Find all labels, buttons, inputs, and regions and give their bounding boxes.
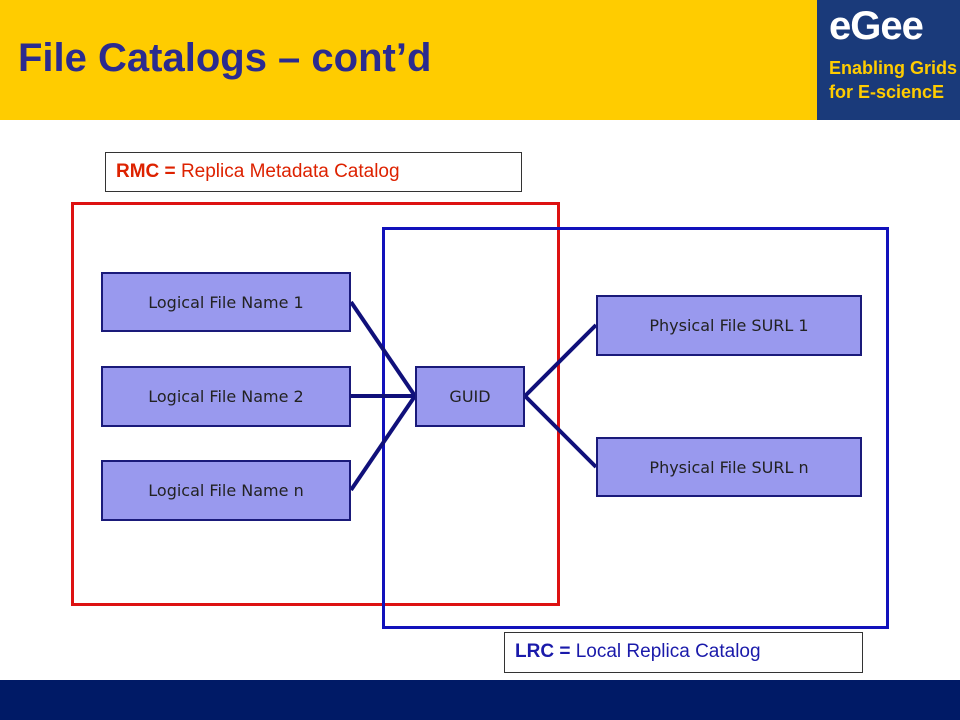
physical-file-surl-n: Physical File SURL n xyxy=(596,437,862,497)
guid-node: GUID xyxy=(415,366,525,427)
logo-tagline-line2: for E-sciencE xyxy=(829,82,945,102)
logo-word: eGee xyxy=(829,4,924,48)
connector-lfnn-guid xyxy=(349,394,417,492)
lrc-caption: LRC = Local Replica Catalog xyxy=(504,632,863,673)
logical-file-name-1: Logical File Name 1 xyxy=(101,272,351,332)
physical-file-surl-1: Physical File SURL 1 xyxy=(596,295,862,356)
rmc-text: Replica Metadata Catalog xyxy=(180,161,400,182)
connector-guid-surln xyxy=(523,394,598,469)
lrc-abbr: LRC = xyxy=(515,641,571,662)
logical-file-name-2: Logical File Name 2 xyxy=(101,366,351,427)
rmc-abbr: RMC = xyxy=(116,161,176,182)
rmc-boundary xyxy=(71,202,560,606)
egee-logo: eGee Enabling Grids for E-sciencE xyxy=(817,0,960,120)
rmc-caption: RMC = Replica Metadata Catalog xyxy=(105,152,522,192)
logo-tagline-line1: Enabling Grids xyxy=(829,58,958,78)
logical-file-name-n: Logical File Name n xyxy=(101,460,351,521)
header-bar: File Catalogs – cont’d eGee Enabling Gri… xyxy=(0,0,960,120)
page-title: File Catalogs – cont’d xyxy=(18,36,432,80)
footer-bar xyxy=(0,680,960,720)
connector-lfn1-guid xyxy=(349,300,417,398)
lrc-boundary xyxy=(382,227,889,629)
connector-guid-surl1 xyxy=(523,323,598,398)
lrc-text: Local Replica Catalog xyxy=(575,641,761,662)
